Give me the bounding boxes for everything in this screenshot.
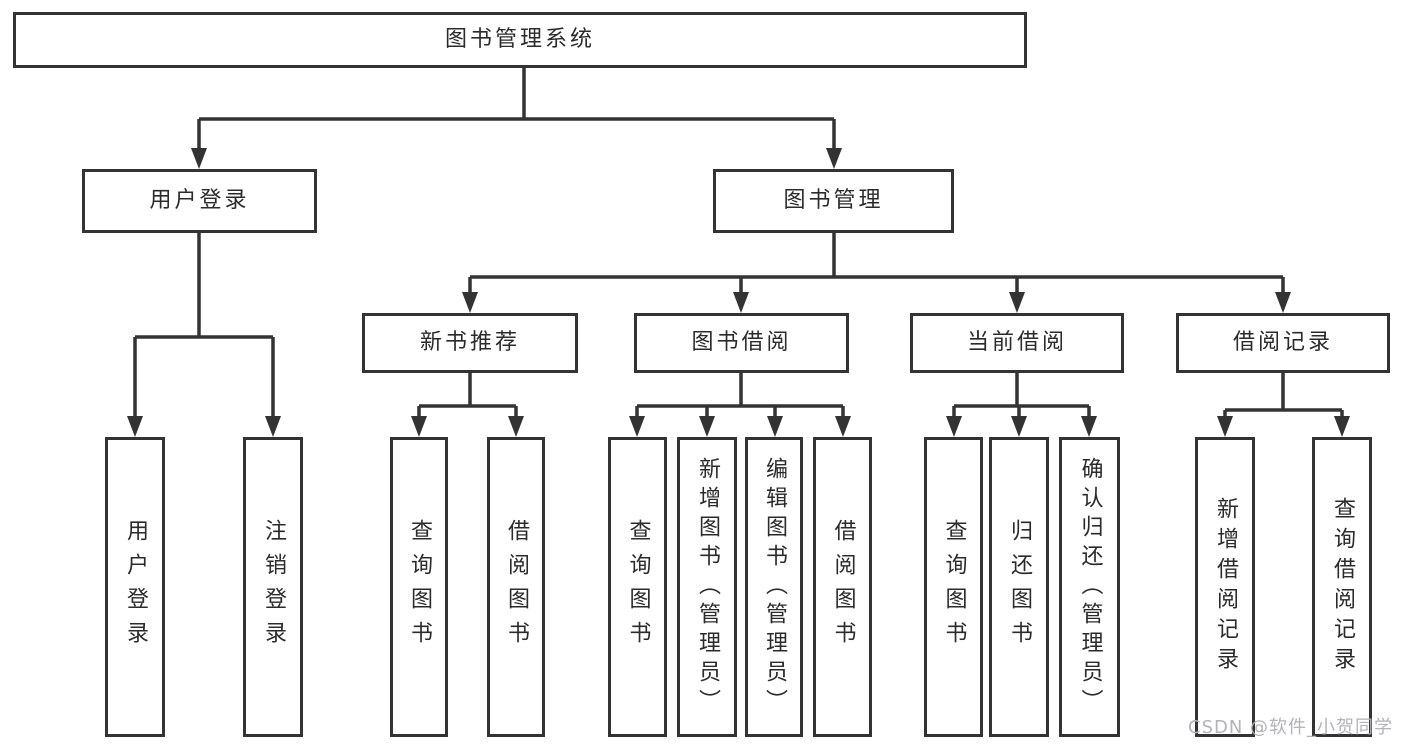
leaf-label: 新增借阅记录	[1213, 497, 1238, 677]
leaf-user-login: 用户登录	[105, 437, 165, 737]
leaf-current-confirm-return-admin: 确认归还（管理员）	[1059, 437, 1120, 737]
leaf-label: 借阅图书	[504, 519, 529, 655]
node-root: 图书管理系统	[13, 12, 1027, 68]
arrowheads	[127, 148, 1350, 437]
node-current-borrowing-label: 当前借阅	[966, 330, 1067, 355]
leaf-label: 新增图书（管理员）	[695, 456, 720, 718]
leaf-borrowing-borrow-book: 借阅图书	[813, 437, 872, 737]
node-book-borrowing-label: 图书借阅	[691, 330, 792, 355]
leaf-borrowing-add-book-admin: 新增图书（管理员）	[677, 437, 737, 737]
node-borrowing-records: 借阅记录	[1176, 313, 1390, 373]
node-current-borrowing: 当前借阅	[910, 313, 1124, 373]
node-book-borrowing: 图书借阅	[634, 313, 849, 373]
leaf-borrowing-query-book: 查询图书	[608, 437, 667, 737]
leaf-recommend-borrow-book: 借阅图书	[487, 437, 545, 737]
leaf-label: 编辑图书（管理员）	[762, 456, 787, 718]
node-borrowing-records-label: 借阅记录	[1232, 330, 1333, 355]
csdn-watermark: CSDN @软件_小贺同学	[1188, 717, 1394, 738]
leaf-recommend-query-book: 查询图书	[390, 437, 448, 737]
leaf-borrowing-edit-book-admin: 编辑图书（管理员）	[745, 437, 803, 737]
leaf-label: 查询图书	[407, 519, 432, 655]
leaf-current-query-book: 查询图书	[924, 437, 983, 737]
node-new-book-recommendation: 新书推荐	[362, 313, 578, 373]
leaf-label: 查询图书	[941, 519, 967, 655]
node-new-book-recommendation-label: 新书推荐	[419, 330, 520, 355]
leaf-label: 借阅图书	[830, 519, 856, 655]
leaf-current-return-book: 归还图书	[989, 437, 1049, 737]
leaf-label: 确认归还（管理员）	[1077, 456, 1103, 718]
leaf-label: 查询图书	[625, 519, 651, 655]
leaf-records-query-record: 查询借阅记录	[1312, 437, 1372, 737]
node-root-label: 图书管理系统	[444, 27, 595, 52]
leaf-label: 查询借阅记录	[1330, 497, 1355, 677]
leaf-records-add-record: 新增借阅记录	[1195, 437, 1255, 737]
leaf-label: 用户登录	[123, 519, 148, 655]
leaf-label: 归还图书	[1007, 519, 1032, 655]
node-book-management: 图书管理	[713, 169, 954, 233]
node-user-login: 用户登录	[82, 169, 317, 233]
leaf-logout: 注销登录	[243, 437, 303, 737]
leaf-label: 注销登录	[261, 519, 286, 655]
node-book-management-label: 图书管理	[783, 188, 884, 213]
node-user-login-label: 用户登录	[149, 188, 250, 213]
connector-lines	[133, 68, 1344, 418]
